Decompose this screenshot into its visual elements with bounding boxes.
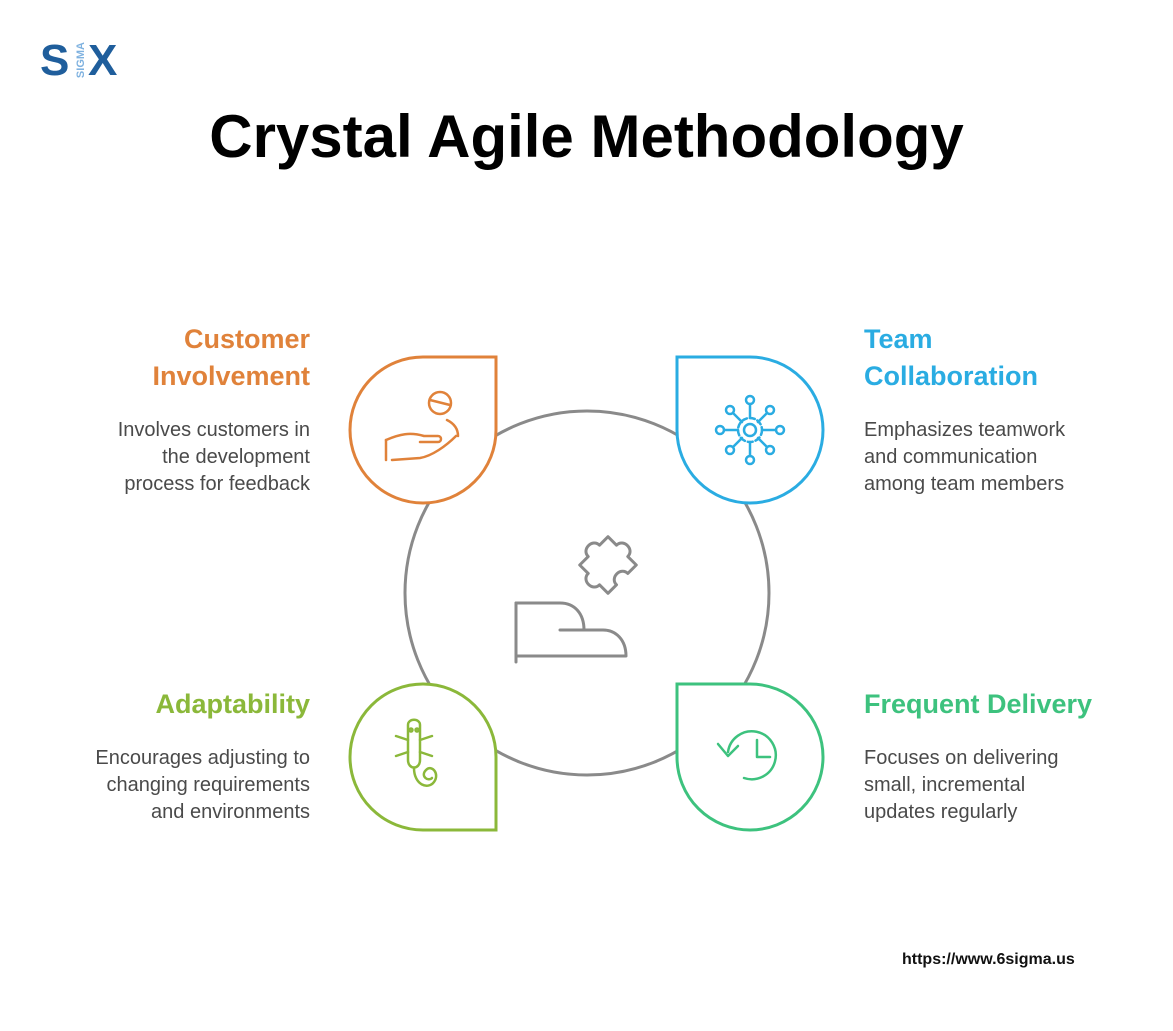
adapt-teardrop — [348, 682, 498, 832]
delivery-heading-line1: Frequent Delivery — [864, 689, 1093, 719]
hand-puzzle-icon — [514, 535, 638, 664]
customer-heading-line1: Customer — [183, 324, 310, 354]
team-heading-line2: Collaboration — [864, 361, 1038, 391]
network-gear-icon — [714, 394, 786, 466]
adapt-description: Encourages adjusting to changing require… — [20, 745, 310, 826]
customer-desc-line3: process for feedback — [124, 473, 310, 495]
team-desc-line2: and communication — [864, 446, 1038, 468]
brand-logo: S SIGMA X — [40, 38, 126, 84]
source-url[interactable]: https://www.6sigma.us — [902, 951, 1075, 968]
delivery-desc-line2: small, incremental — [864, 774, 1026, 796]
customer-heading: Customer Involvement — [40, 321, 310, 395]
delivery-description: Focuses on delivering small, incremental… — [864, 745, 1154, 826]
team-description: Emphasizes teamwork and communication am… — [864, 417, 1154, 498]
team-desc-line1: Emphasizes teamwork — [864, 419, 1066, 441]
team-heading-line1: Team — [864, 324, 933, 354]
hand-with-person-icon — [384, 390, 460, 462]
adapt-desc-line3: and environments — [151, 801, 310, 823]
customer-desc-line2: the development — [162, 446, 310, 468]
adapt-desc-line1: Encourages adjusting to — [95, 747, 310, 769]
clock-rewind-icon — [716, 730, 778, 781]
logo-letter-x: X — [88, 36, 118, 85]
delivery-teardrop — [675, 682, 825, 832]
team-teardrop — [675, 355, 825, 505]
team-desc-line3: among team members — [864, 473, 1065, 495]
logo-letter-s: S — [40, 36, 69, 85]
delivery-desc-line3: updates regularly — [864, 801, 1018, 823]
customer-heading-line2: Involvement — [152, 361, 310, 391]
customer-desc-line1: Involves customers in — [117, 419, 310, 441]
delivery-desc-line1: Focuses on delivering — [864, 747, 1059, 769]
page-title: Crystal Agile Methodology — [209, 103, 964, 170]
adapt-heading: Adaptability — [40, 686, 310, 723]
chameleon-icon — [394, 718, 438, 787]
customer-teardrop — [348, 355, 498, 505]
adapt-heading-line1: Adaptability — [155, 689, 310, 719]
adapt-desc-line2: changing requirements — [106, 774, 310, 796]
team-heading: Team Collaboration — [864, 321, 1144, 395]
customer-description: Involves customers in the development pr… — [20, 417, 310, 498]
delivery-heading: Frequent Delivery — [864, 686, 1154, 723]
central-ring — [403, 409, 771, 777]
